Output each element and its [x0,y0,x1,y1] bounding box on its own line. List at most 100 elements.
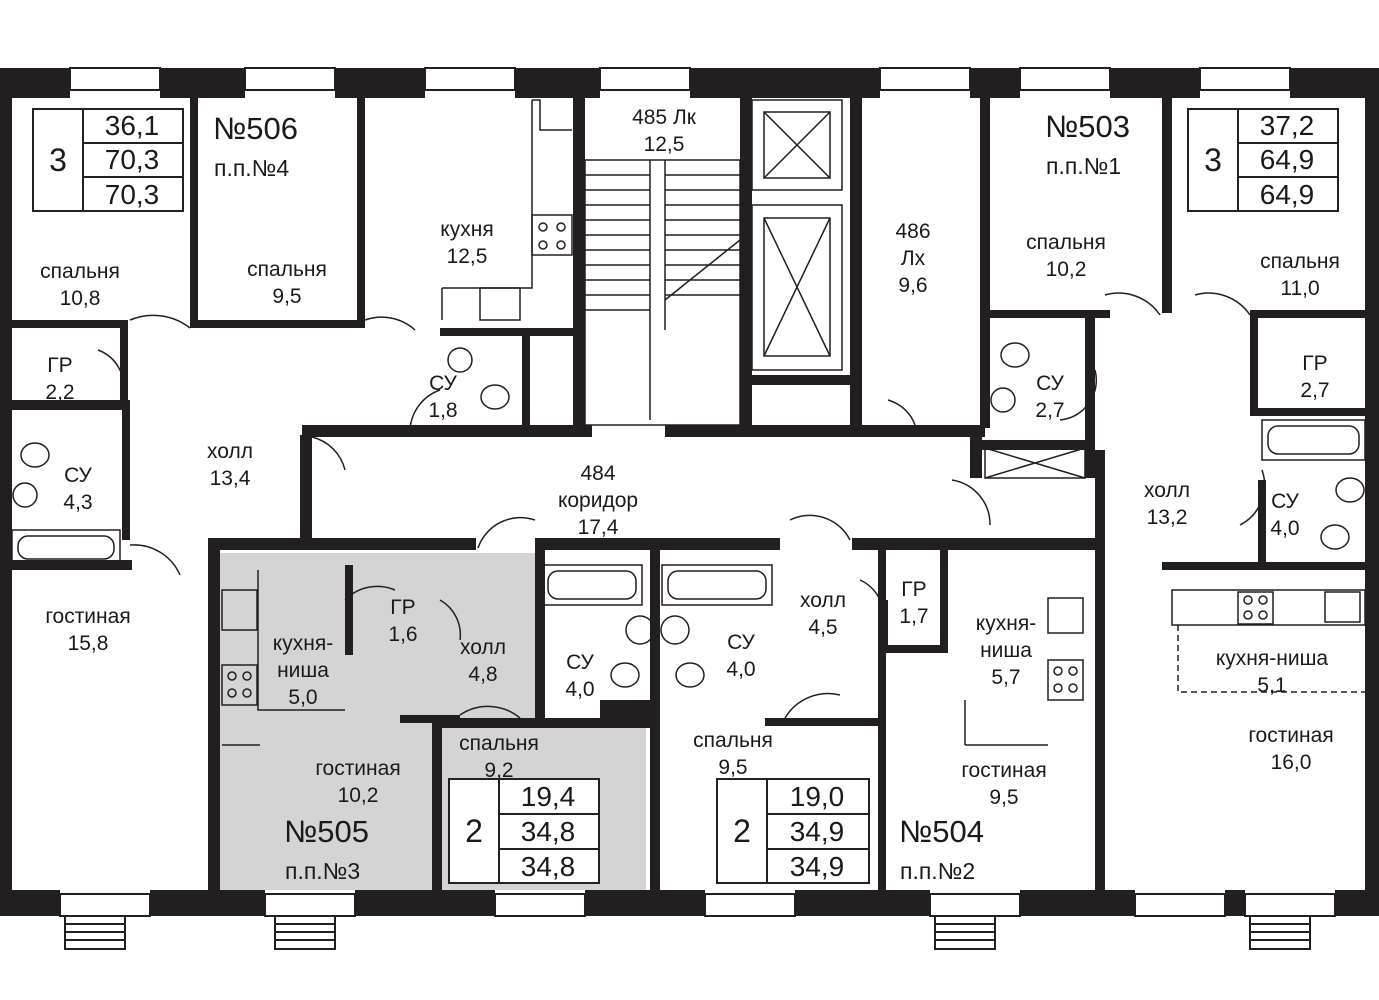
room-label: СУ 4,0 [1270,488,1299,542]
rooms-count: 2 [718,780,768,882]
room-name: СУ [1271,490,1299,513]
room-name: спальня [693,729,773,752]
room-label: холл 4,8 [460,634,506,688]
room-label: ГР 2,2 [45,352,74,406]
room-name: СУ [727,631,755,654]
room-area: 17,4 [577,516,619,539]
room-name: кухня- [975,612,1037,635]
apartment-number-504: №504 [899,814,984,849]
room-label: кухня-ниша 5,1 [1216,645,1328,699]
room-label: гостиная 15,8 [45,603,130,657]
room-name: 486 [895,220,931,243]
room-name: СУ [429,372,457,395]
room-area: 2,7 [1035,399,1065,422]
apartment-pp-505: п.п.№3 [285,858,361,884]
apartment-number-506: №506 [213,111,298,146]
room-label: 485 Лк 12,5 [632,104,696,158]
room-area: 9,5 [718,756,748,779]
room-area: 1,6 [388,623,418,646]
room-area: 15,8 [67,632,109,655]
room-label: спальня 11,0 [1260,248,1340,302]
apartment-pp-503: п.п.№1 [1046,153,1122,179]
apartment-505-highlight [220,553,646,890]
room-area: 1,8 [428,399,458,422]
interior-walls [12,95,1365,890]
rooms-count: 3 [1189,110,1239,210]
room-label: кухня 12,5 [440,216,493,270]
room-area: 2,7 [1300,379,1330,402]
room-label: ГР 1,7 [899,576,928,630]
room-area: 9,6 [898,274,928,297]
summary-box-506: 3 36,1 70,3 70,3 [32,108,184,212]
room-name: гостиная [45,605,131,628]
room-name: гостиная [315,757,401,780]
room-area: 4,0 [565,678,595,701]
room-name: ниша [980,639,1032,662]
room-label: холл 4,5 [800,587,846,641]
room-name: 485 Лк [632,106,696,129]
room-name: кухня-ниша [1215,647,1329,670]
room-name: коридор [557,489,639,512]
total-area-2: 70,3 [104,179,160,210]
apartment-pp-506: п.п.№4 [214,155,290,181]
room-name: холл [207,440,253,463]
room-area: 2,2 [45,381,75,404]
room-area: 4,3 [63,491,93,514]
room-name: спальня [1026,231,1106,254]
room-label: спальня 9,5 [247,256,327,310]
apartment-number-505: №505 [284,814,369,849]
room-area: 9,2 [484,759,514,782]
summary-box-503: 3 37,2 64,9 64,9 [1187,108,1339,212]
room-label: СУ 4,3 [63,462,92,516]
room-name: ГР [1302,352,1328,375]
room-label: гостиная 16,0 [1248,722,1333,776]
room-name: спальня [40,260,120,283]
room-area: 5,1 [1257,674,1287,697]
room-label: спальня 9,5 [693,727,773,781]
room-name: 484 [580,462,616,485]
room-label: СУ 4,0 [726,629,755,683]
room-name: кухня [440,218,494,241]
room-name: СУ [64,464,92,487]
room-name: спальня [459,732,539,755]
top-windows [69,67,1291,91]
living-area: 19,0 [766,780,868,815]
room-area: 4,0 [1270,517,1300,540]
room-name: СУ [566,651,594,674]
summary-box-504: 2 19,0 34,9 34,9 [716,778,870,884]
room-name: гостиная [1248,724,1334,747]
apartment-number-503: №503 [1045,109,1130,144]
rooms-count: 3 [34,110,84,210]
total-area: 64,9 [1237,144,1337,178]
door-swings [97,292,1266,719]
room-name: холл [460,636,506,659]
room-label: спальня 9,2 [459,730,539,784]
room-area: 9,5 [272,285,302,308]
room-label: холл 13,4 [207,438,253,492]
room-label: ГР 1,6 [388,594,417,648]
room-area: 12,5 [643,133,685,156]
apartment-pp-504: п.п.№2 [900,858,976,884]
living-area: 36,1 [82,110,182,144]
room-label: спальня 10,2 [1026,229,1106,283]
room-area: 9,5 [989,786,1019,809]
balcony-grilles [64,915,1311,950]
room-label: ГР 2,7 [1300,350,1329,404]
total-area: 70,3 [82,144,182,178]
room-area: 10,2 [1045,258,1087,281]
room-name: ГР [47,354,73,377]
room-name: ГР [901,578,927,601]
total-area-2: 34,8 [520,851,576,882]
room-label: гостиная 9,5 [961,757,1046,811]
room-name: СУ [1036,372,1064,395]
room-name: спальня [1260,250,1340,273]
room-area: 4,0 [726,658,756,681]
room-label: холл 13,2 [1144,477,1190,531]
room-area: 1,7 [899,605,929,628]
total-area: 34,8 [498,815,598,850]
room-area: 4,8 [468,663,498,686]
room-label: СУ 1,8 [428,370,457,424]
room-name: кухня- [272,632,334,655]
living-area: 37,2 [1237,110,1337,144]
